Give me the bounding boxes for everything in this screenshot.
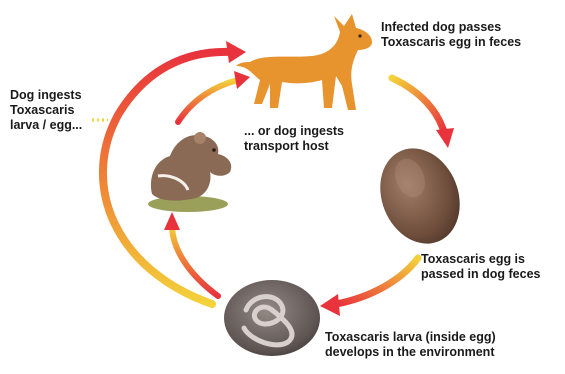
label-dog-passes-egg: Infected dog passes Toxascaris egg in fe… bbox=[381, 20, 521, 50]
arrow-rodent-to-dog bbox=[178, 80, 238, 122]
arrow-dog-to-egg bbox=[392, 78, 444, 132]
larva-egg-icon bbox=[224, 280, 320, 356]
rodent-icon bbox=[148, 132, 231, 212]
label-line: Dog ingests bbox=[10, 88, 82, 103]
label-line: Toxascaris egg in feces bbox=[381, 35, 521, 50]
label-dog-ingests-larva: Dog ingests Toxascaris larva / egg... bbox=[10, 88, 82, 133]
label-line: Toxascaris egg is bbox=[421, 252, 540, 267]
arrow-head-larva bbox=[320, 294, 340, 316]
egg-icon bbox=[366, 136, 473, 255]
arrow-egg-to-larva bbox=[336, 258, 418, 304]
label-line: develops in the environment bbox=[325, 345, 496, 360]
label-line: Toxascaris larva (inside egg) bbox=[325, 330, 496, 345]
arrow-head-dog-inner bbox=[234, 71, 250, 89]
arrow-head-dog bbox=[226, 41, 246, 63]
label-line: Toxascaris bbox=[10, 103, 82, 118]
arrow-head-egg bbox=[436, 128, 454, 148]
label-line: larva / egg... bbox=[10, 118, 82, 133]
label-line: transport host bbox=[244, 139, 344, 154]
label-transport-host: ... or dog ingests transport host bbox=[244, 124, 344, 154]
arrow-head-rodent bbox=[164, 212, 180, 230]
dog-icon bbox=[236, 14, 372, 110]
label-line: passed in dog feces bbox=[421, 267, 540, 282]
label-line: ... or dog ingests bbox=[244, 124, 344, 139]
label-larva-develops: Toxascaris larva (inside egg) develops i… bbox=[325, 330, 496, 360]
label-egg-passed: Toxascaris egg is passed in dog feces bbox=[421, 252, 540, 282]
label-line: Infected dog passes bbox=[381, 20, 521, 35]
